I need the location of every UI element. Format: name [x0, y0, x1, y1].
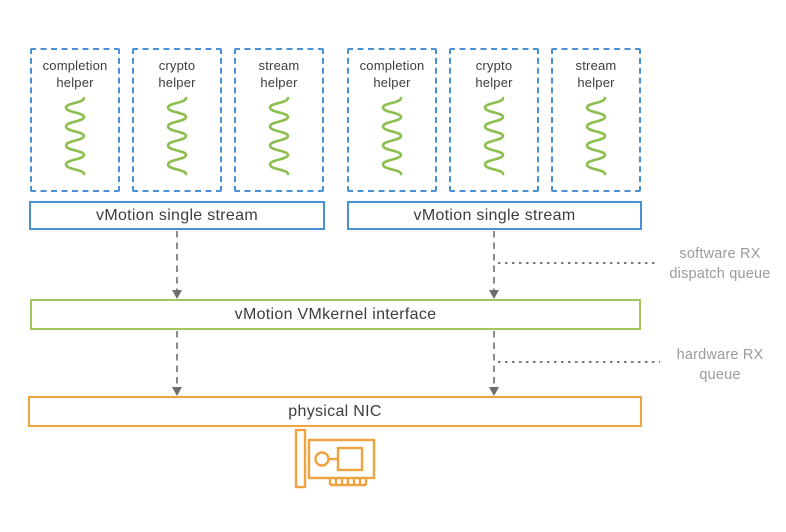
thread-squiggle-icon — [381, 96, 403, 176]
thread-squiggle-icon — [483, 96, 505, 176]
helper-box-stream-2: stream helper — [551, 48, 641, 192]
dashed-arrow-vmkernel-to-nic-left — [172, 331, 182, 396]
dashed-arrow-vmkernel-to-nic-right — [489, 331, 499, 396]
thread-squiggle-icon — [166, 96, 188, 176]
vmotion-stream-box-2: vMotion single stream — [347, 201, 642, 230]
dashed-arrow-stream2-to-vmkernel — [489, 231, 499, 299]
vmkernel-interface-label: vMotion VMkernel interface — [234, 305, 437, 323]
physical-nic-box: physical NIC — [28, 396, 642, 427]
helper-label: completion helper — [42, 58, 108, 90]
vmkernel-interface-box: vMotion VMkernel interface — [30, 299, 641, 330]
helper-label: stream helper — [258, 58, 300, 90]
software-rx-dispatch-queue-label: software RX dispatch queue — [669, 246, 771, 282]
nic-card-icon — [294, 428, 376, 489]
helper-box-stream-1: stream helper — [234, 48, 324, 192]
helper-box-crypto-2: crypto helper — [449, 48, 539, 192]
helper-label: crypto helper — [475, 58, 513, 90]
thread-squiggle-icon — [585, 96, 607, 176]
thread-squiggle-icon — [64, 96, 86, 176]
helper-label: completion helper — [359, 58, 425, 90]
helper-label: stream helper — [575, 58, 617, 90]
thread-squiggle-icon — [268, 96, 290, 176]
helper-label: crypto helper — [158, 58, 196, 90]
vmotion-stream-label: vMotion single stream — [96, 206, 258, 224]
dashed-arrow-stream1-to-vmkernel — [172, 231, 182, 299]
physical-nic-label: physical NIC — [288, 402, 382, 420]
hardware-rx-queue-label: hardware RX queue — [676, 347, 764, 383]
vmotion-stream-box-1: vMotion single stream — [29, 201, 325, 230]
helper-box-crypto-1: crypto helper — [132, 48, 222, 192]
vmotion-stream-label: vMotion single stream — [413, 206, 576, 224]
helper-box-completion-2: completion helper — [347, 48, 437, 192]
helper-box-completion-1: completion helper — [30, 48, 120, 192]
